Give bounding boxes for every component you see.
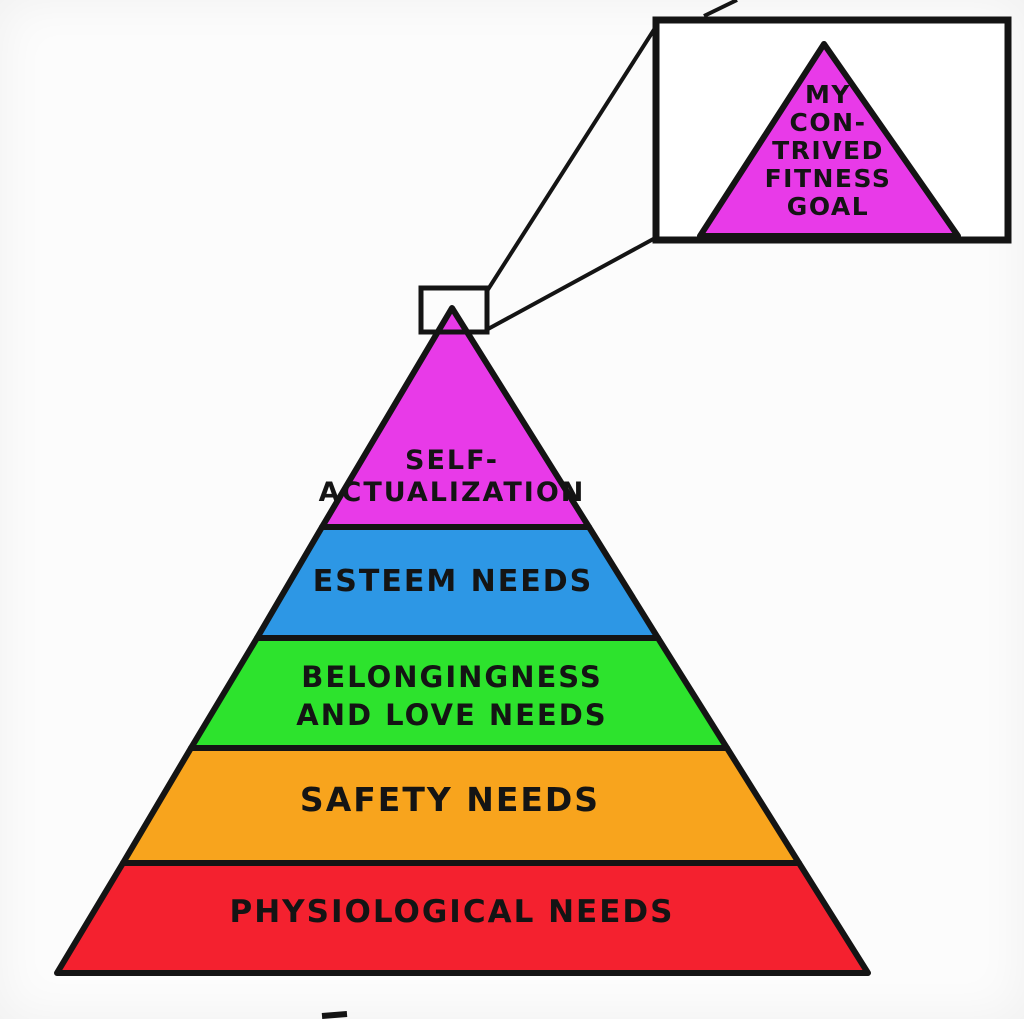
- tip-magnifier-box: [418, 285, 490, 335]
- belongingness-label-line-1: BELONGINGNESS: [301, 660, 603, 694]
- pyramid-level-self-actualization-shape: [319, 305, 592, 530]
- belongingness-label-line-2: AND LOVE NEEDS: [296, 698, 607, 732]
- inset-label-line-1: MY: [805, 80, 851, 109]
- inset-label-line-2: CON-: [790, 108, 867, 137]
- inset-label-line-4: FITNESS: [765, 164, 892, 193]
- callout-line-top: [485, 23, 659, 293]
- inset-label-line-3: TRIVED: [772, 136, 884, 165]
- crop-artifact-bottom: [321, 1011, 348, 1019]
- safety-label: SAFETY NEEDS: [300, 780, 600, 819]
- inset-triangle-shape: [697, 41, 961, 239]
- esteem-label: ESTEEM NEEDS: [313, 564, 593, 599]
- self-actualization-label-line-1: SELF-: [405, 445, 499, 476]
- inset-label-line-5: GOAL: [787, 192, 869, 221]
- physiological-label: PHYSIOLOGICAL NEEDS: [230, 894, 675, 930]
- self-actualization-label-line-2: ACTUALIZATION: [319, 477, 586, 508]
- crop-artifact-top: [703, 0, 738, 18]
- callout-line-bottom: [487, 235, 658, 331]
